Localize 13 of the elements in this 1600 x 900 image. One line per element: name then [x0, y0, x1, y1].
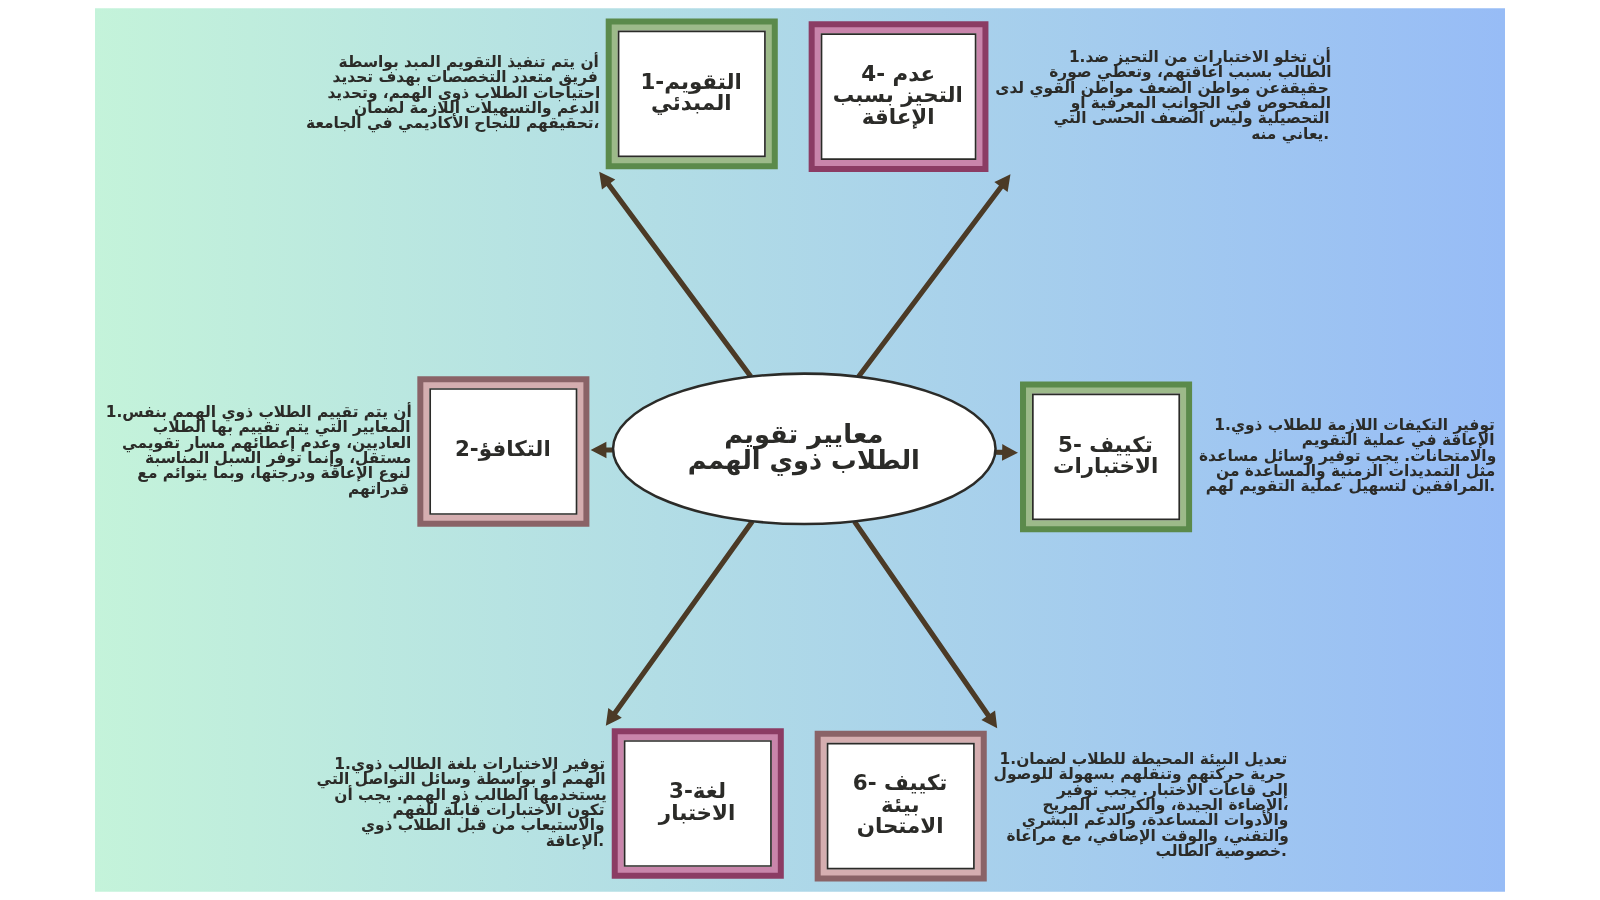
node-label: 1.تعديل البيئة المحيطة للطلاب لضمان حرية حركتهم وتنقلهم بسهولة للوصول إلى قاعات الاختبار. يجب توفير الإضاءة الجيدة، والكرسي المريح، والأدوات المساعدة، والدعم البشري والتقني، والوقت الإضافي، مع مراعاة خصوصية الطالب. [993, 749, 1289, 861]
node-label: 1.توفير الاختبارات بلغة الطالب ذوي الهمم أو بواسطة وسائل التواصل التي يستخدمها الطالب ذو الهمم. يجب أن تكون الاختبارات قابلة للفهم والاستيعاب من قبل الطلاب ذوي الإعاقة. [316, 754, 607, 850]
node-label: 1.توفير التكيفات اللازمة للطلاب ذوي الإعاقة في عملية التقويم والامتحانات. يجب توفير وسائل مساعدة مثل التمديدات الزمنية والمساعدة من المرافقين لتسهيل عملية التقويم لهم. [1198, 415, 1497, 496]
node-label: أن يتم تنفيذ التقويم المبد بواسطة فريق متعدد التخصصات بهدف تحديد احتياجات الطلاب ذوي الهمم، وتحديد الدعم والتسهيلات اللازمة لضمان تحقيقهم للنجاح الأكاديمي في الجامعة، [306, 52, 601, 133]
node-box: 6- تكييف بيئة الامتحان [814, 730, 987, 882]
node-label: 1.أن تخلو الاختبارات من التحيز ضد الطالب بسبب اعاقتهم، وتعطي صورة حقيقةعن مواطن الضعف مواطن القوي لدى المفحوص في الجوانب المعرفية او التحصيلية وليس الضعف الحسى التي يعاني منه. [995, 47, 1332, 143]
node-label: 1.أن يتم تقييم الطلاب ذوي الهمم بنفس المعايير التي يتم تقييم بها الطلاب العاديين، وعدم إعطائهم مسار تقويمي مستقل، وإنما توفر السبل المناسبة لنوع الإعاقة ودرجتها، وبما يتوائم مع قدراتهم [105, 402, 412, 498]
node-ellipse: معايير تقويم الطلاب ذوي الهمم [611, 372, 997, 526]
node-box: 4- عدم التحيز بسبب الإعاقة [808, 21, 989, 172]
node-box: 2-التكافؤ [417, 376, 590, 527]
node-box: 5- تكييف الاختبارات [1020, 381, 1193, 533]
node-box: 1-التقويم المبدئي [605, 18, 778, 170]
node-box: 3-لغة الاختبار [611, 728, 784, 879]
